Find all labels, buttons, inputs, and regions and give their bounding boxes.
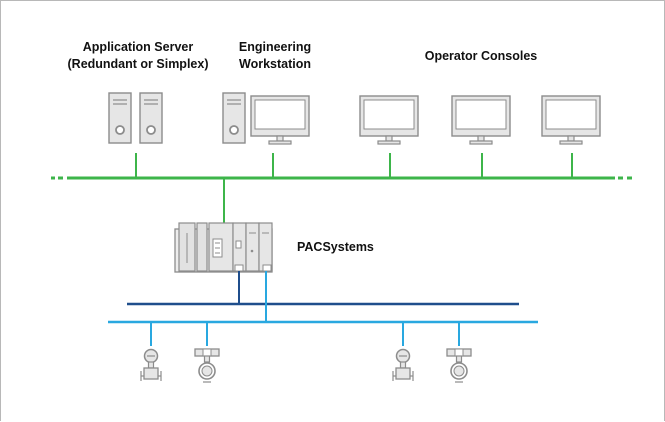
pacsystems-controller-icon <box>174 222 273 273</box>
flow-transmitter-icon-1 <box>140 348 162 382</box>
pressure-transmitter-icon-2 <box>446 348 472 383</box>
application-server-label-line2: (Redundant or Simplex) <box>67 57 209 71</box>
operator-consoles-label-text: Operator Consoles <box>424 49 538 63</box>
engineering-workstation-label-line1: Engineering <box>238 40 312 54</box>
field-bus-light <box>108 271 538 346</box>
flow-transmitter-icon-2 <box>392 348 414 382</box>
engineering-monitor-icon <box>250 95 310 145</box>
pacsystems-label-text: PACSystems <box>297 240 374 254</box>
pressure-transmitter-icon-1 <box>194 348 220 383</box>
operator-console-monitor-icon-2 <box>451 95 511 145</box>
application-server-label: Application Server (Redundant or Simplex… <box>63 39 213 73</box>
engineering-tower-icon <box>222 92 246 144</box>
application-server-icon-1 <box>108 92 132 144</box>
engineering-workstation-label: Engineering Workstation <box>223 39 327 73</box>
operator-consoles-label: Operator Consoles <box>406 48 556 65</box>
pacsystems-label: PACSystems <box>297 239 374 256</box>
application-server-label-line1: Application Server <box>82 40 194 54</box>
io-bus-dark <box>127 271 519 306</box>
application-server-icon-2 <box>139 92 163 144</box>
control-network-bus <box>51 153 632 227</box>
operator-console-monitor-icon-1 <box>359 95 419 145</box>
engineering-workstation-label-line2: Workstation <box>239 57 311 71</box>
operator-console-monitor-icon-3 <box>541 95 601 145</box>
